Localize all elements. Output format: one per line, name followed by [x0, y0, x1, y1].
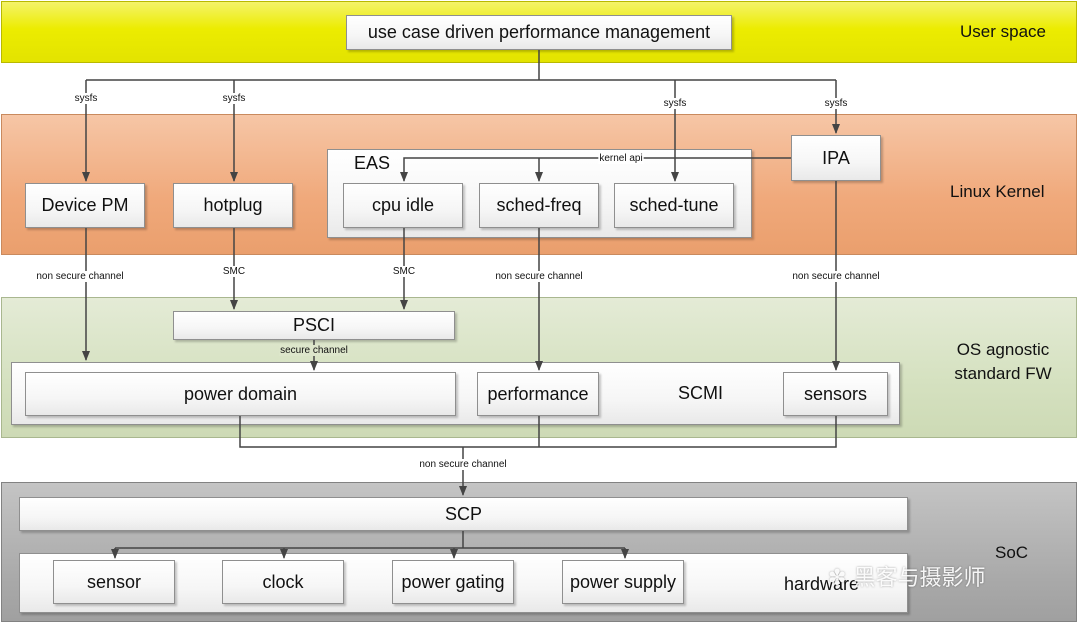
edge-label-background — [791, 271, 881, 282]
non-secure-channel-label: non secure channel — [792, 271, 879, 282]
sysfs-label: sysfs — [664, 98, 687, 109]
hotplug-box: hotplug — [173, 183, 293, 228]
power-gating-box: power gating — [392, 560, 514, 604]
ipa-box: IPA — [791, 135, 881, 181]
os-agnostic-label-line2: standard FW — [954, 364, 1052, 383]
sysfs-label: sysfs — [223, 93, 246, 104]
scp-box: SCP — [19, 497, 908, 531]
soc-label: SoC — [995, 543, 1029, 562]
edge-label-background — [418, 459, 508, 470]
watermark-text: 黑客与摄影师 — [853, 566, 986, 591]
non-secure-channel-label: non secure channel — [419, 459, 506, 470]
wechat-logo-icon: ✽ — [828, 566, 847, 591]
sched-freq-box: sched-freq — [479, 183, 599, 228]
smc-label: SMC — [393, 266, 415, 277]
power-domain-box: power domain — [25, 372, 456, 416]
sysfs-label: sysfs — [75, 93, 98, 104]
sensors-box: sensors — [783, 372, 888, 416]
edge-label-background — [35, 271, 125, 282]
clock-box: clock — [222, 560, 344, 604]
watermark: ✽ 黑客与摄影师 — [828, 560, 985, 592]
use-case-box: use case driven performance management — [346, 15, 732, 50]
sensor-box: sensor — [53, 560, 175, 604]
non-secure-channel-label: non secure channel — [495, 271, 582, 282]
edge-label-background — [221, 93, 247, 104]
sched-tune-box: sched-tune — [614, 183, 734, 228]
cpu-idle-box: cpu idle — [343, 183, 463, 228]
scmi-title: SCMI — [678, 383, 723, 403]
edge-label-background — [662, 98, 688, 109]
non-secure-channel-label: non secure channel — [36, 271, 123, 282]
edge-label-background — [221, 266, 247, 277]
edge-label-background — [73, 93, 99, 104]
sysfs-label: sysfs — [825, 98, 848, 109]
os-agnostic-label: OS agnostic standard FW — [948, 338, 1058, 386]
user-space-label: User space — [960, 22, 1046, 41]
linux-kernel-label: Linux Kernel — [950, 182, 1045, 201]
hardware-title: hardware — [784, 574, 860, 594]
device-pm-box: Device PM — [25, 183, 145, 228]
psci-box: PSCI — [173, 311, 455, 340]
edge-label-background — [823, 98, 849, 109]
edge-label-background — [494, 271, 584, 282]
eas-title: EAS — [354, 153, 391, 173]
smc-label: SMC — [223, 266, 245, 277]
power-supply-box: power supply — [562, 560, 684, 604]
performance-box: performance — [477, 372, 599, 416]
os-agnostic-label-line1: OS agnostic — [956, 340, 1050, 359]
edge-label-background — [391, 266, 417, 277]
